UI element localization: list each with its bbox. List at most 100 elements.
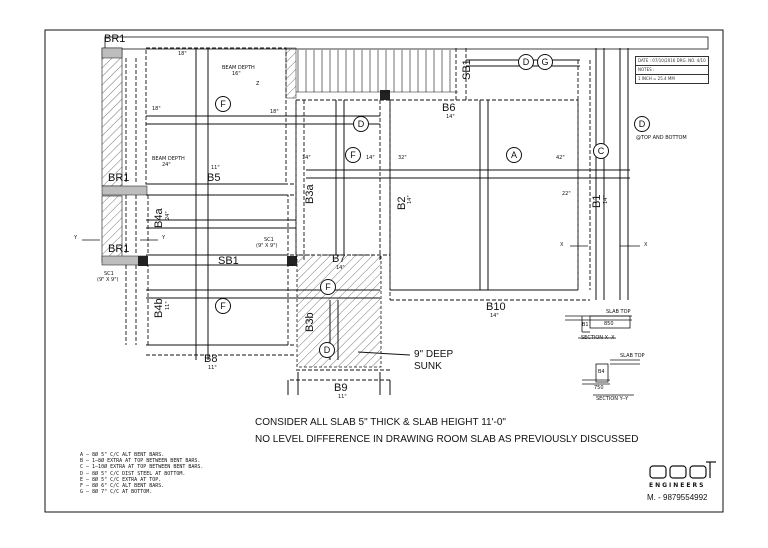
z-marker: Z <box>256 81 260 87</box>
rebar-callout-f: F <box>215 96 231 112</box>
title-block: DATE : 07/10/2016 DRG. NO. 4/10 NOTES : … <box>635 56 709 84</box>
beam-label-sb1: SB1 <box>218 255 239 267</box>
sheet-border <box>44 29 724 513</box>
rebar-callout-f: F <box>320 279 336 295</box>
beam-label-b1: B1 <box>591 194 603 208</box>
beam-depth-value: 24" <box>162 162 171 168</box>
beam-label-br1: BR1 <box>108 172 130 184</box>
section-y-label: SECTION Y--Y <box>596 396 629 402</box>
beam-label-br1: BR1 <box>108 243 130 255</box>
beam-size-b6: 14" <box>446 114 455 120</box>
axis-label-y: Y <box>162 235 166 241</box>
beam-size-b2: 14" <box>407 195 413 204</box>
beam-label-b5: B5 <box>207 172 221 184</box>
general-note: NO LEVEL DIFFERENCE IN DRAWING ROOM SLAB… <box>255 434 639 445</box>
section-details <box>565 315 640 396</box>
beam-size-b9: 11" <box>338 394 347 400</box>
section-beam-label: B4 <box>598 369 605 375</box>
section-dimension: 750 <box>594 385 604 391</box>
axis-label-y: Y <box>74 235 78 241</box>
dimension-label: 32" <box>398 155 407 161</box>
section-x-label: SECTION X--X <box>581 335 615 341</box>
sunk-area <box>296 254 382 368</box>
legend-item: G – 8Ø 7" C/C AT BOTTOM. <box>80 489 153 496</box>
notes-field: NOTES : <box>636 66 708 75</box>
company-phone: M. - 9879554992 <box>647 493 708 502</box>
column-black-2 <box>287 256 297 266</box>
beam-label-sb1: SB1 <box>461 59 473 80</box>
legend-item: A – 8Ø 5" C/C ALT BENT BARS. <box>80 452 165 458</box>
rebar-callout-d: D <box>319 342 335 358</box>
stair-treads <box>296 50 458 93</box>
dimension-label: 18" <box>270 109 279 115</box>
rebar-lines <box>146 48 630 360</box>
dimension-label: 22" <box>562 191 571 197</box>
column-size-sc1: (9" X 9") <box>256 243 278 249</box>
dimension-label: 42" <box>556 155 565 161</box>
rebar-callout-d: D <box>353 116 369 132</box>
drawing-number: DRG. NO. 4/10 <box>676 58 706 63</box>
legend-item: F – 8Ø 6" C/C ALT BENT BARS. <box>80 483 165 490</box>
sunk-outline <box>287 351 411 395</box>
dimension-label: 14" <box>366 155 375 161</box>
date-field: DATE : 07/10/2016 DRG. NO. 4/10 <box>636 57 708 66</box>
section-dimension: 850 <box>604 321 614 327</box>
rebar-callout-d: D <box>518 54 534 70</box>
unit-field: 1 INCH = 25.4 MM <box>638 76 675 81</box>
general-note: CONSIDER ALL SLAB 5" THICK & SLAB HEIGHT… <box>255 417 506 428</box>
slab-top-label: SLAB TOP <box>606 309 631 315</box>
beam-depth-note: BEAM DEPTH <box>152 156 185 162</box>
dimension-label: 14" <box>302 155 311 161</box>
column-black-3 <box>380 90 390 100</box>
column-label-sc1: SC1 <box>264 237 274 243</box>
beam-label-b6: B6 <box>442 102 456 114</box>
company-logo <box>649 461 716 479</box>
beam-label-b3b: B3b <box>304 312 316 332</box>
legend-item: D – 8Ø 5" C/C DIST STEEL AT BOTTOM. <box>80 470 186 477</box>
column-label-sc1: SC1 <box>104 271 114 277</box>
legend-item: B – 1–8Ø EXTRA AT TOP BETWEEN BENT BARS. <box>80 458 201 465</box>
beam-label-b4b: B4b <box>153 298 165 318</box>
rebar-callout-f: F <box>215 298 231 314</box>
beam-depth-value: 16" <box>232 71 241 77</box>
legend-item: C – 1–10Ø EXTRA AT TOP BETWEEN BENT BARS… <box>80 464 204 471</box>
column-br1-mid <box>101 185 148 196</box>
rebar-callout-c: C <box>593 143 609 159</box>
rebar-callout-f: F <box>345 147 361 163</box>
rebar-callout-g: G <box>537 54 553 70</box>
rebar-callout-a: A <box>506 147 522 163</box>
top-and-bottom-note: @TOP AND BOTTOM <box>636 135 687 141</box>
column-br1-top <box>101 47 123 59</box>
beam-size-b4b: 11" <box>165 301 171 310</box>
beam-label-b3a: B3a <box>304 184 316 204</box>
axis-label-x: X <box>560 242 564 248</box>
beam-depth-note: BEAM DEPTH <box>222 65 255 71</box>
date-text: DATE : 07/10/2016 <box>638 58 676 63</box>
beam-size-b10: 14" <box>490 313 499 319</box>
beam-size-b4a: 24" <box>165 211 171 220</box>
beam-size-b7: 14" <box>336 265 345 271</box>
beam-label-b9: B9 <box>334 382 348 394</box>
dimension-label: 18" <box>152 106 161 112</box>
column-black-1 <box>138 256 148 266</box>
deep-sunk-note: 9" DEEP <box>414 349 454 360</box>
beam-label-b7: B7 <box>332 253 346 265</box>
beam-label-b10: B10 <box>486 301 506 313</box>
beam-size-b8: 11" <box>208 365 217 371</box>
dimension-label: 18" <box>178 51 187 57</box>
column-size-sc1: (9" X 9") <box>97 277 119 283</box>
hatched-column <box>285 47 297 99</box>
top-boundary-wall <box>104 36 709 50</box>
beam-label-b4a: B4a <box>153 208 165 228</box>
hatched-wall-upper <box>101 47 123 187</box>
rebar-legend: A – 8Ø 5" C/C ALT BENT BARS. B – 1–8Ø EX… <box>80 452 203 495</box>
beam-label-br1: BR1 <box>104 33 126 45</box>
beam-label-b8: B8 <box>204 353 218 365</box>
section-beam-label: B1 <box>582 322 589 328</box>
beam-size-b5: 11" <box>211 165 220 171</box>
slab-top-label: SLAB TOP <box>620 353 645 359</box>
legend-item: E – 8Ø 5" C/C EXTRA AT TOP. <box>80 476 162 483</box>
company-name: ENGINEERS <box>649 482 706 489</box>
